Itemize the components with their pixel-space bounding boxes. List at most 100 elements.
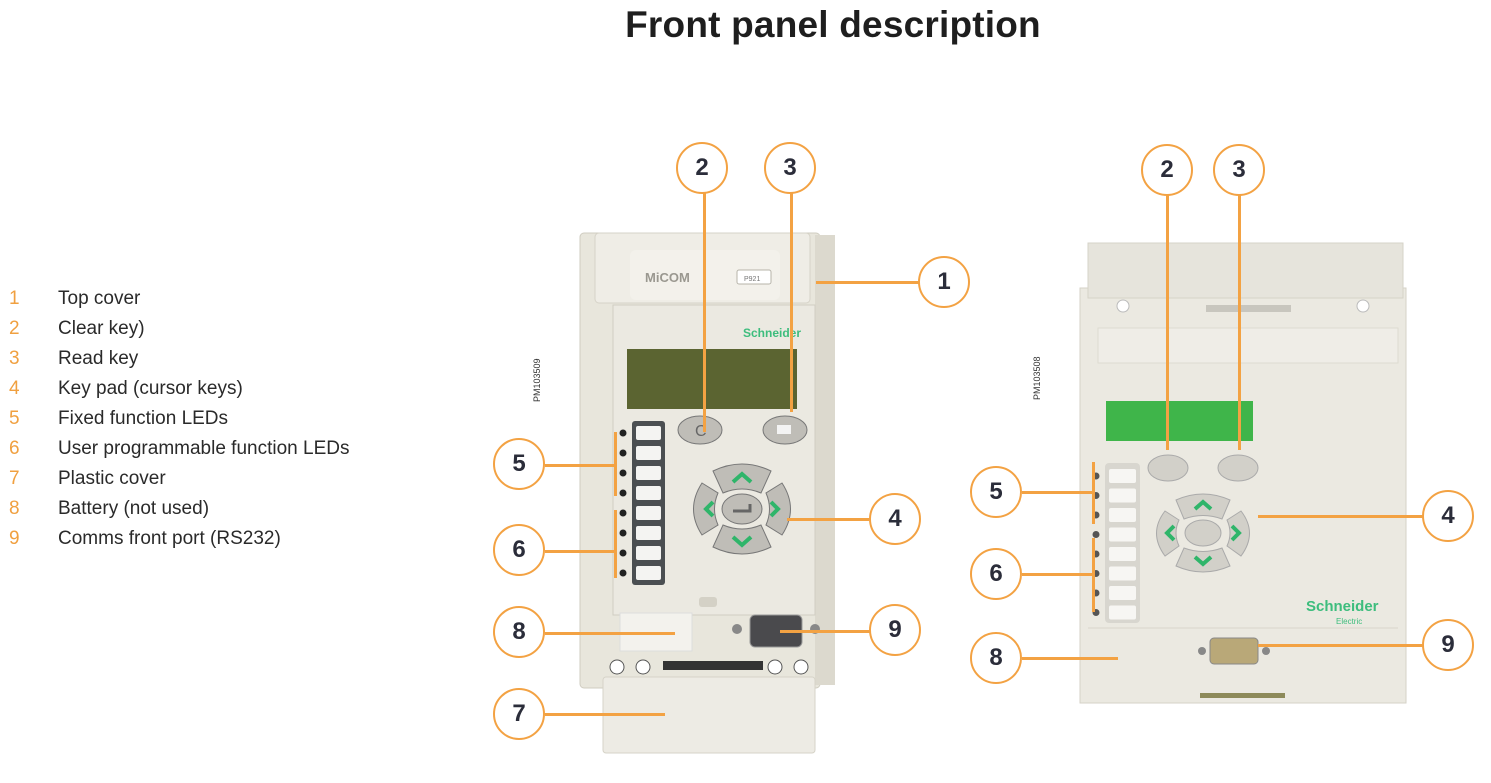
legend-number: 8 [9, 498, 20, 519]
led-label-slot [636, 446, 661, 460]
callout-5-right: 5 [970, 466, 1022, 518]
clear-key[interactable] [677, 415, 723, 445]
led-indicator [619, 429, 627, 437]
legend-item: 7 Plastic cover [9, 464, 349, 494]
port-screw-right [1262, 647, 1270, 655]
bottom-screw [635, 659, 651, 675]
leader-line-8-right [1022, 657, 1118, 660]
legend-label: Key pad (cursor keys) [58, 378, 243, 399]
right-arrow-icon [1230, 524, 1242, 542]
led-label-slot [1109, 469, 1136, 483]
legend-number: 4 [9, 378, 20, 399]
down-key[interactable] [1175, 547, 1231, 573]
port-screw-right [810, 624, 820, 634]
bottom-slot [1200, 693, 1285, 698]
legend-label: User programmable function LEDs [58, 438, 350, 459]
legend-number: 5 [9, 408, 20, 429]
legend-item: 1 Top cover [9, 284, 349, 314]
led-label-slot [1109, 605, 1136, 620]
led-label-strip [1105, 463, 1140, 623]
schneider-logo: Schneider [743, 326, 801, 340]
leader-bracket-5-right [1092, 462, 1095, 524]
callout-3-left: 3 [764, 142, 816, 194]
device-left-illustration: MiCOM P921 Schneider C [579, 232, 835, 754]
port-screw-left [1198, 647, 1206, 655]
leader-line-3 [790, 192, 793, 412]
callout-8-right: 8 [970, 632, 1022, 684]
callout-9-right: 9 [1422, 619, 1474, 671]
callout-8-left: 8 [493, 606, 545, 658]
led-indicator [619, 489, 627, 497]
model-badge [736, 269, 772, 285]
legend-label: Battery (not used) [58, 498, 210, 519]
up-arrow-icon [731, 471, 753, 484]
led-indicator [619, 509, 627, 517]
right-arrow-icon [769, 500, 781, 518]
legend-item: 4 Key pad (cursor keys) [9, 374, 349, 404]
callout-4-right: 4 [1422, 490, 1474, 542]
led-indicator [619, 569, 627, 577]
schneider-logo-sub: Electric [1336, 617, 1362, 626]
legend-number: 3 [9, 348, 20, 369]
device-right-illustration: Schneider Electric [1079, 242, 1407, 704]
up-key[interactable] [1175, 493, 1231, 520]
led-indicator [619, 549, 627, 557]
cover-screw-hole [1116, 299, 1130, 313]
top-ridge [1097, 327, 1399, 364]
photo-code-right: PM103508 [1032, 356, 1042, 400]
led-indicator [619, 469, 627, 477]
leader-line-3-right [1238, 194, 1241, 450]
callout-7-left: 7 [493, 688, 545, 740]
callout-6-right: 6 [970, 548, 1022, 600]
read-key[interactable] [1217, 454, 1259, 482]
rs232-port[interactable] [1209, 637, 1259, 665]
led-label-slot [1109, 488, 1136, 503]
callout-9-left: 9 [869, 604, 921, 656]
legend-number: 2 [9, 318, 20, 339]
callout-6-left: 6 [493, 524, 545, 576]
clear-key[interactable] [1147, 454, 1189, 482]
left-arrow-icon [703, 500, 715, 518]
bottom-screw [609, 659, 625, 675]
bottom-screw [793, 659, 809, 675]
led-label-slot [1109, 527, 1136, 542]
enter-key[interactable] [721, 493, 763, 525]
leader-line-1 [816, 281, 920, 284]
callout-2-left: 2 [676, 142, 728, 194]
legend-number: 7 [9, 468, 20, 489]
clear-key-label: C [695, 423, 707, 440]
leader-line-9 [780, 630, 870, 633]
leader-line-4 [787, 518, 869, 521]
down-key[interactable] [712, 524, 772, 555]
enter-key[interactable] [1184, 519, 1222, 547]
legend-number: 9 [9, 528, 20, 549]
legend-label: Top cover [58, 288, 141, 309]
legend-label: Plastic cover [58, 468, 166, 489]
led-label-slot [1109, 508, 1136, 522]
legend-label: Comms front port (RS232) [58, 528, 281, 549]
leader-line-6-right [1022, 573, 1092, 576]
callout-5-left: 5 [493, 438, 545, 490]
leader-line-6 [545, 550, 615, 553]
leader-line-5 [545, 464, 615, 467]
legend-label: Fixed function LEDs [58, 408, 229, 429]
up-arrow-icon [1193, 499, 1213, 511]
callout-2-right: 2 [1141, 144, 1193, 196]
lcd-display [627, 349, 797, 409]
legend-number: 1 [9, 288, 20, 309]
device-side [815, 235, 835, 685]
led-indicator [619, 449, 627, 457]
down-arrow-icon [731, 535, 753, 548]
leader-line-8 [545, 632, 675, 635]
leader-line-2-right [1166, 194, 1169, 450]
up-key[interactable] [712, 463, 772, 494]
leader-line-7 [545, 713, 665, 716]
led-label-slot [636, 466, 661, 480]
lcd-display [1106, 401, 1253, 441]
page-title: Front panel description [625, 4, 1041, 45]
model-badge-text: P921 [744, 276, 760, 283]
led-indicator [1092, 531, 1100, 538]
leader-bracket-5 [614, 432, 617, 496]
